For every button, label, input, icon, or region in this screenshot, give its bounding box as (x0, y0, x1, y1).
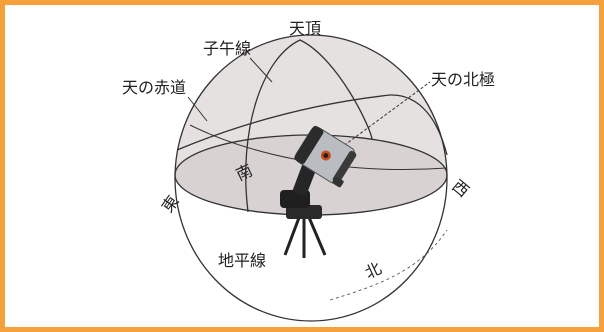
west-label: 西 (448, 176, 472, 201)
north-label: 北 (362, 258, 385, 282)
meridian-label: 子午線 (203, 39, 251, 58)
zenith-label: 天頂 (289, 19, 321, 38)
equator-label-leader (187, 96, 208, 122)
hour-circle-line (189, 124, 447, 170)
lower-dashed-arc (329, 229, 448, 301)
celestial-equator-line (176, 94, 448, 156)
north-celestial-pole-label: 天の北極 (431, 70, 495, 89)
meridian-label-leader (249, 57, 273, 83)
south-label: 南 (233, 160, 256, 184)
celestial-equator-label: 天の赤道 (122, 78, 186, 97)
horizon-label: 地平線 (218, 251, 266, 270)
telescope-icon (280, 125, 357, 258)
